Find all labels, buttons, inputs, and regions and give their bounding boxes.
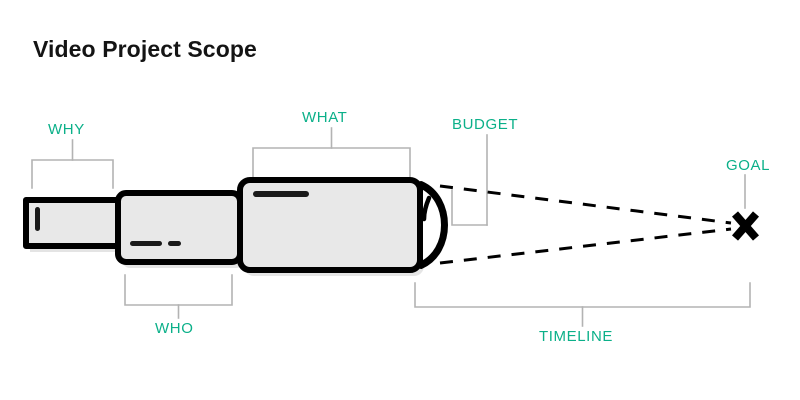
front-barrel-section	[237, 177, 447, 273]
rear-barrel-section	[23, 197, 121, 249]
bracket-who	[124, 274, 233, 319]
bracket-timeline	[414, 282, 751, 327]
annotation-label-timeline: TIMELINE	[539, 328, 613, 345]
annotation-label-budget: BUDGET	[452, 116, 519, 133]
upper-light-ray	[439, 184, 732, 225]
page-title: Video Project Scope	[33, 36, 257, 62]
annotation-label-what: WHAT	[302, 109, 348, 126]
bracket-budget	[451, 134, 488, 226]
target-x-mark	[731, 211, 760, 241]
annotation-label-goal: GOAL	[726, 157, 771, 174]
bracket-what	[252, 127, 411, 179]
lens-dome	[418, 181, 449, 269]
annotation-label-why: WHY	[48, 121, 85, 138]
middle-barrel-section	[115, 190, 243, 265]
projection-rays	[439, 184, 732, 265]
bracket-why	[31, 139, 114, 189]
annotation-label-who: WHO	[155, 320, 194, 337]
lower-light-ray	[439, 227, 732, 265]
